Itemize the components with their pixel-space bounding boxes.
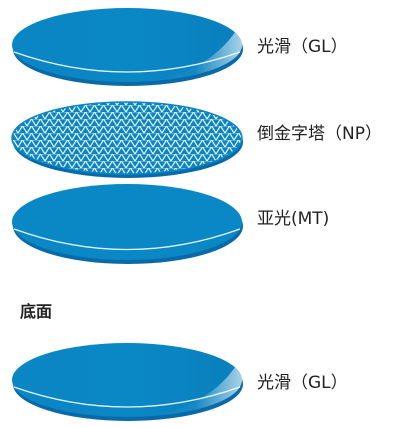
layer-label-pyramid: 倒金字塔（NP） <box>257 124 382 144</box>
gloss-disc <box>12 8 243 86</box>
pyramid-disc <box>11 101 243 178</box>
bottom-section-title: 底面 <box>20 302 53 321</box>
layer-label-gloss: 光滑（GL） <box>257 37 348 57</box>
matte-disc <box>12 184 243 264</box>
layer-label-matte: 亚光(MT) <box>257 209 330 229</box>
bottom-gloss-disc <box>12 343 243 421</box>
bottom-layer-label: 光滑（GL） <box>257 373 348 393</box>
